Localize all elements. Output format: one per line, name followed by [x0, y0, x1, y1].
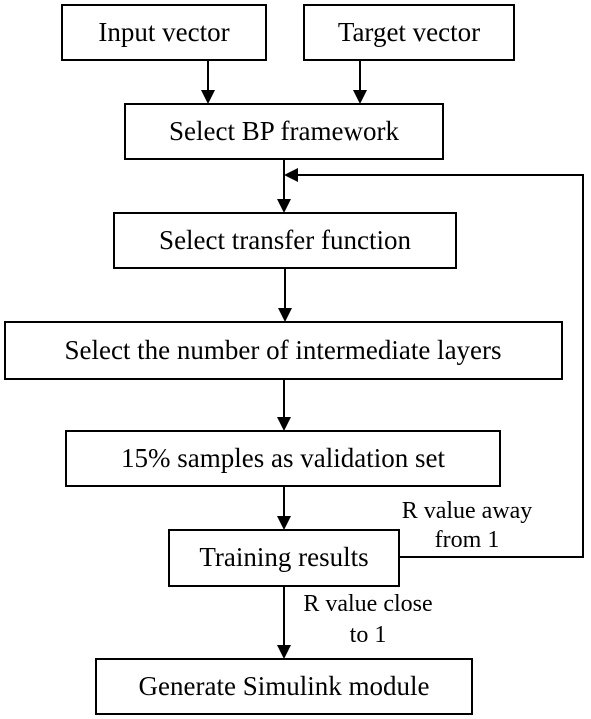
node-input-vector: Input vector — [61, 4, 267, 61]
node-target-vector: Target vector — [303, 4, 515, 61]
feedback-label-line1: R value away — [402, 498, 533, 524]
node-select-intermediate-layers-label: Select the number of intermediate layers — [64, 335, 501, 365]
node-generate-simulink-label: Generate Simulink module — [139, 671, 430, 701]
node-target-vector-label: Target vector — [338, 17, 480, 47]
node-input-vector-label: Input vector — [98, 17, 229, 47]
node-training-results: Training results — [168, 529, 400, 587]
node-select-bp-framework: Select BP framework — [124, 103, 444, 160]
node-validation-set-box — [65, 430, 501, 487]
node-validation-set: 15% samples as validation set — [65, 430, 501, 487]
node-input-vector-box — [61, 4, 267, 61]
node-generate-simulink-box — [95, 658, 473, 715]
node-select-bp-framework-label: Select BP framework — [169, 116, 399, 146]
feedback-label-line2: from 1 — [435, 527, 500, 553]
node-target-vector-box — [303, 4, 515, 61]
node-training-results-label: Training results — [199, 542, 368, 572]
node-select-transfer-function-box — [113, 212, 457, 269]
node-select-intermediate-layers: Select the number of intermediate layers — [4, 321, 563, 380]
edge-feedback-loop — [284, 168, 584, 558]
forward-label-line1: R value close — [303, 591, 432, 617]
node-select-transfer-function-label: Select transfer function — [159, 225, 411, 255]
node-select-transfer-function: Select transfer function — [113, 212, 457, 269]
node-select-bp-framework-box — [124, 103, 444, 160]
node-generate-simulink: Generate Simulink module — [95, 658, 473, 715]
node-validation-set-label: 15% samples as validation set — [121, 443, 445, 473]
forward-label-line2: to 1 — [350, 622, 387, 648]
